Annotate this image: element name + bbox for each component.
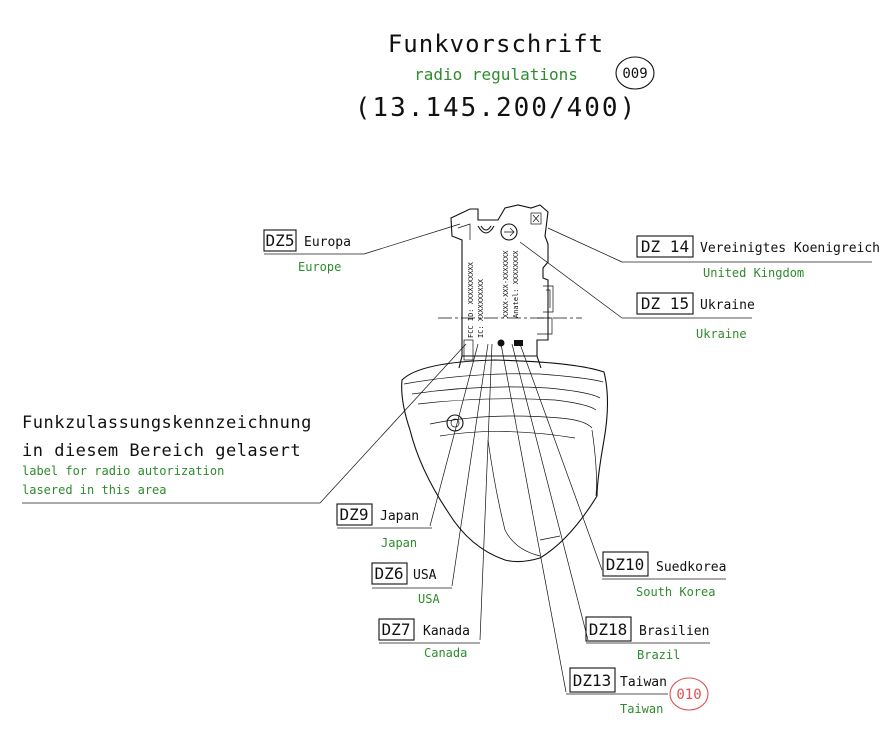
screw-icon [446, 414, 464, 432]
radio-label-text: FCC ID: XXXXXXXXXX IC: XXXXXXXXXX XXXX-X… [467, 250, 520, 338]
zone-code-box [378, 618, 415, 641]
ce-symbol-icon [477, 225, 495, 234]
zone-country-de: Suedkorea [656, 560, 726, 575]
bracket-edge [457, 223, 471, 240]
ref-marker-009: 009 [622, 66, 647, 82]
zone-country-en: Ukraine [696, 327, 747, 341]
zone-code-box [636, 235, 694, 258]
zone-callout-dz9: DZ9 Japan Japan [336, 503, 432, 550]
ref-marker-circle [615, 56, 655, 90]
zone-code: DZ13 [573, 671, 612, 690]
bracket-tab [543, 285, 554, 313]
japan-mark-icon [497, 339, 505, 347]
zone-country-de: Brasilien [639, 624, 709, 639]
label-fcc: FCC ID: XXXXXXXXXX [467, 261, 475, 338]
note-english-line2: lasered in this area [22, 483, 167, 497]
zone-code-box [371, 562, 408, 585]
zone-country-en: USA [418, 592, 440, 606]
housing-outline [401, 359, 609, 563]
bracket-clip [537, 317, 553, 335]
title-block: Funkvorschrift radio regulations (13.145… [355, 30, 655, 123]
zone-callout-dz7: DZ7 Kanada Canada [378, 618, 480, 660]
zone-country-en: Canada [424, 646, 467, 660]
zone-callout-dz15: DZ 15 Ukraine Ukraine [622, 292, 755, 341]
zone-code-box [336, 503, 373, 526]
zone-country-de: USA [413, 568, 437, 583]
zone-country-en: Japan [381, 536, 417, 550]
label-ic: IC: XXXXXXXXXX [477, 278, 485, 338]
zone-code: DZ 15 [641, 294, 689, 313]
zone-callout-dz18: DZ18 Brasilien Brazil [585, 616, 710, 662]
zone-country-en: Europe [298, 260, 341, 274]
zone-code: DZ 14 [641, 237, 689, 256]
zone-code-box [636, 292, 694, 315]
zone-code-box [263, 229, 297, 252]
zone-country-en: United Kingdom [703, 266, 804, 280]
zone-country-de: Taiwan [620, 675, 667, 690]
zone-code: DZ18 [589, 620, 628, 639]
zone-callout-dz13: DZ13 Taiwan Taiwan 010 [566, 667, 709, 716]
zone-country-de: Japan [380, 509, 419, 524]
arrow-symbol-icon [500, 223, 518, 241]
zone-callout-dz5: DZ5 Europa Europe [263, 229, 364, 274]
title-german: Funkvorschrift [388, 30, 604, 58]
zone-callout-dz6: DZ6 USA USA [371, 562, 452, 606]
note-english-line1: label for radio autorization [22, 464, 224, 478]
title-english: radio regulations [414, 65, 578, 84]
zone-country-en: South Korea [636, 585, 715, 599]
label-box [463, 339, 474, 361]
ukca-symbol-icon [530, 212, 542, 225]
note-german-line1: Funkzulassungskennzeichnung [22, 413, 312, 433]
zone-country-en: Taiwan [620, 702, 663, 716]
zone-code: DZ10 [606, 555, 645, 574]
zone-code: DZ7 [382, 620, 411, 639]
zone-country-de: Ukraine [700, 298, 755, 313]
zone-callout-dz10: DZ10 Suedkorea South Korea [602, 551, 726, 599]
zone-callout-dz14: DZ 14 Vereinigtes Koenigreich United Kin… [622, 235, 880, 280]
zone-country-de: Europa [304, 235, 351, 250]
zone-code-box [602, 551, 649, 577]
zone-country-en: Brazil [637, 648, 680, 662]
ref-marker-010-circle [669, 677, 709, 711]
mirror-housing: FCC ID: XXXXXXXXXX IC: XXXXXXXXXX XXXX-X… [401, 204, 609, 563]
ref-marker-010: 010 [676, 687, 701, 703]
zone-code-box [569, 667, 616, 693]
title-number: (13.145.200/400) [355, 93, 637, 123]
zone-country-de: Kanada [423, 624, 470, 639]
leader-lines [319, 223, 623, 693]
zone-code: DZ5 [266, 231, 295, 250]
mounting-bracket [450, 204, 549, 357]
zone-code-box [585, 616, 632, 642]
zone-code: DZ6 [375, 564, 404, 583]
note-german-line2: in diesem Bereich gelasert [22, 441, 301, 461]
korea-mark-icon [514, 340, 523, 346]
zone-country-de: Vereinigtes Koenigreich [700, 241, 880, 256]
label-anatel: Anatel: XXXXXXXX [512, 250, 520, 318]
zone-code: DZ9 [340, 505, 369, 524]
housing-edge [487, 439, 541, 557]
laser-area-note: Funkzulassungskennzeichnung in diesem Be… [22, 413, 320, 504]
label-line3: XXXX-XXX-XXXXXXX [502, 250, 510, 318]
